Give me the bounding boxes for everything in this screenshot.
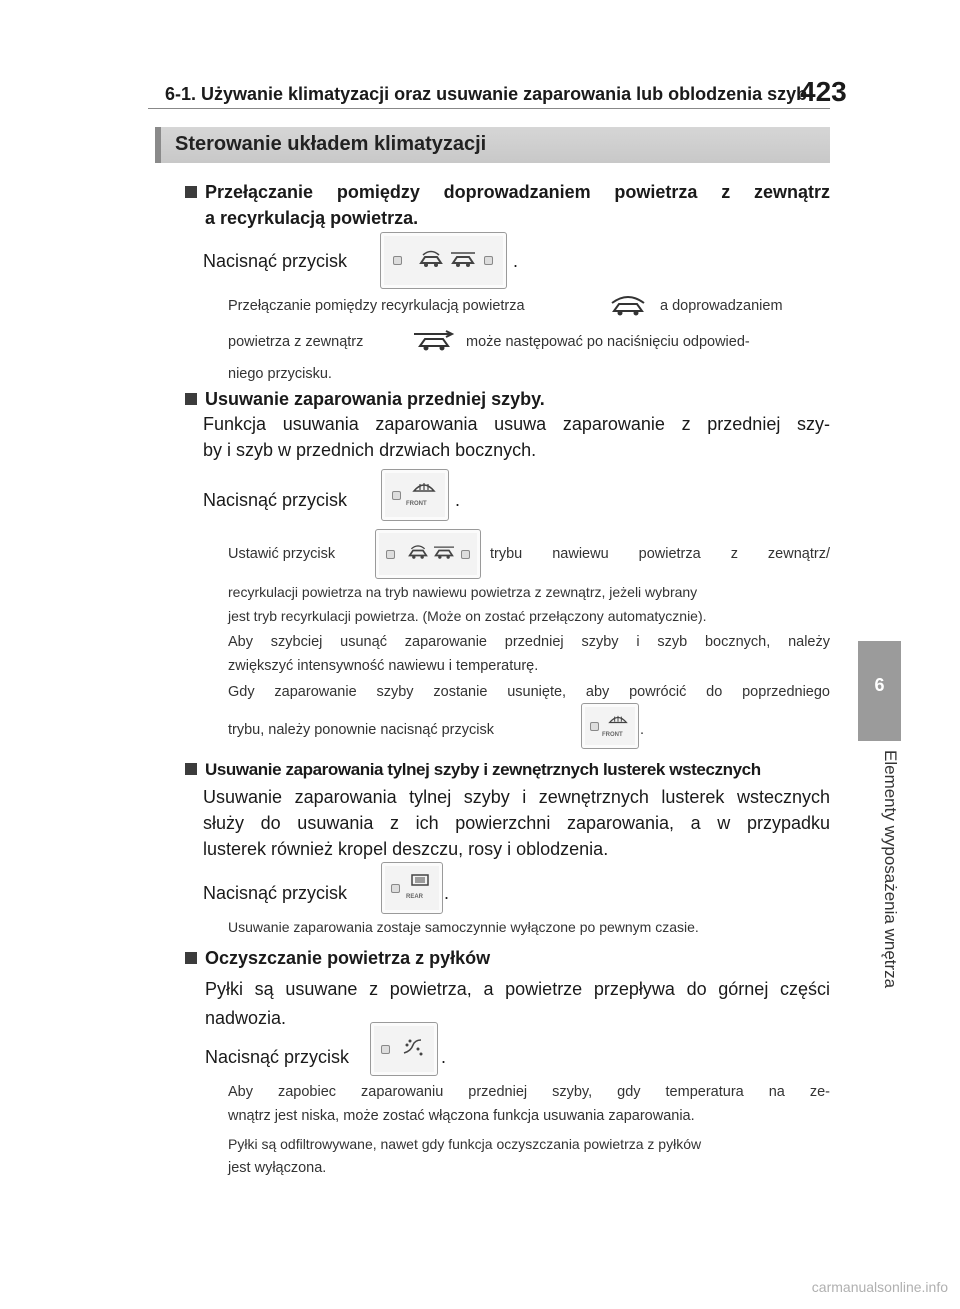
chapter-tab bbox=[858, 641, 901, 741]
watermark: carmanualsonline.info bbox=[811, 1279, 948, 1295]
rear-window-defog-icon bbox=[411, 874, 429, 886]
chapter-label: Elementy wyposażenia wnętrza bbox=[881, 750, 900, 989]
windshield-defog-icon bbox=[412, 483, 436, 492]
windshield-defog-icon bbox=[608, 715, 628, 724]
recirc-heading-line1: Przełączanie pomiędzy doprowadzaniem pow… bbox=[185, 179, 830, 205]
recirc-note-1a: Przełączanie pomiędzy recyrkulacją powie… bbox=[228, 298, 525, 314]
recirculation-icon bbox=[419, 250, 443, 267]
air-intake-button bbox=[380, 232, 507, 289]
rear-defog-button: REAR bbox=[381, 862, 443, 914]
bullet-square-icon bbox=[185, 186, 197, 198]
bullet-square-icon bbox=[185, 952, 197, 964]
page-number: 423 bbox=[800, 76, 847, 107]
recirculation-icon bbox=[611, 296, 645, 316]
fresh-air-icon bbox=[414, 330, 455, 351]
air-intake-button bbox=[375, 529, 481, 579]
bullet-square-icon bbox=[185, 393, 197, 405]
section-title-bar: Sterowanie układem klimatyzacji bbox=[155, 127, 830, 163]
pollen-button bbox=[370, 1022, 438, 1076]
front-heading: Usuwanie zaparowania przedniej szyby. bbox=[185, 386, 545, 412]
recirc-heading-line2: a recyrkulacją powietrza. bbox=[205, 208, 419, 228]
front-press-text: Nacisnąć przycisk bbox=[203, 490, 348, 510]
bullet-square-icon bbox=[185, 763, 197, 775]
front-defog-button: FRONT bbox=[581, 703, 639, 749]
chapter-number: 6 bbox=[874, 675, 885, 695]
fresh-air-icon bbox=[451, 252, 475, 267]
front-defog-button: FRONT bbox=[381, 469, 449, 521]
pollen-heading: Oczyszczanie powietrza z pyłków bbox=[185, 945, 490, 971]
recirc-note-2a: powietrza z zewnątrz bbox=[228, 334, 364, 350]
header-rule bbox=[148, 108, 830, 109]
rear-heading: Usuwanie zaparowania tylnej szyby i zewn… bbox=[185, 757, 761, 783]
recirc-press-text: Nacisnąć przycisk bbox=[203, 251, 348, 271]
running-header: 6-1. Używanie klimatyzacji oraz usuwanie… bbox=[165, 84, 808, 104]
fresh-air-icon bbox=[434, 546, 454, 559]
recirculation-icon bbox=[408, 545, 428, 559]
rear-press-text: Nacisnąć przycisk bbox=[203, 883, 348, 903]
pollen-press-text: Nacisnąć przycisk bbox=[205, 1047, 350, 1067]
section-title: Sterowanie układem klimatyzacji bbox=[175, 133, 487, 155]
pollen-filter-icon bbox=[403, 1039, 423, 1056]
